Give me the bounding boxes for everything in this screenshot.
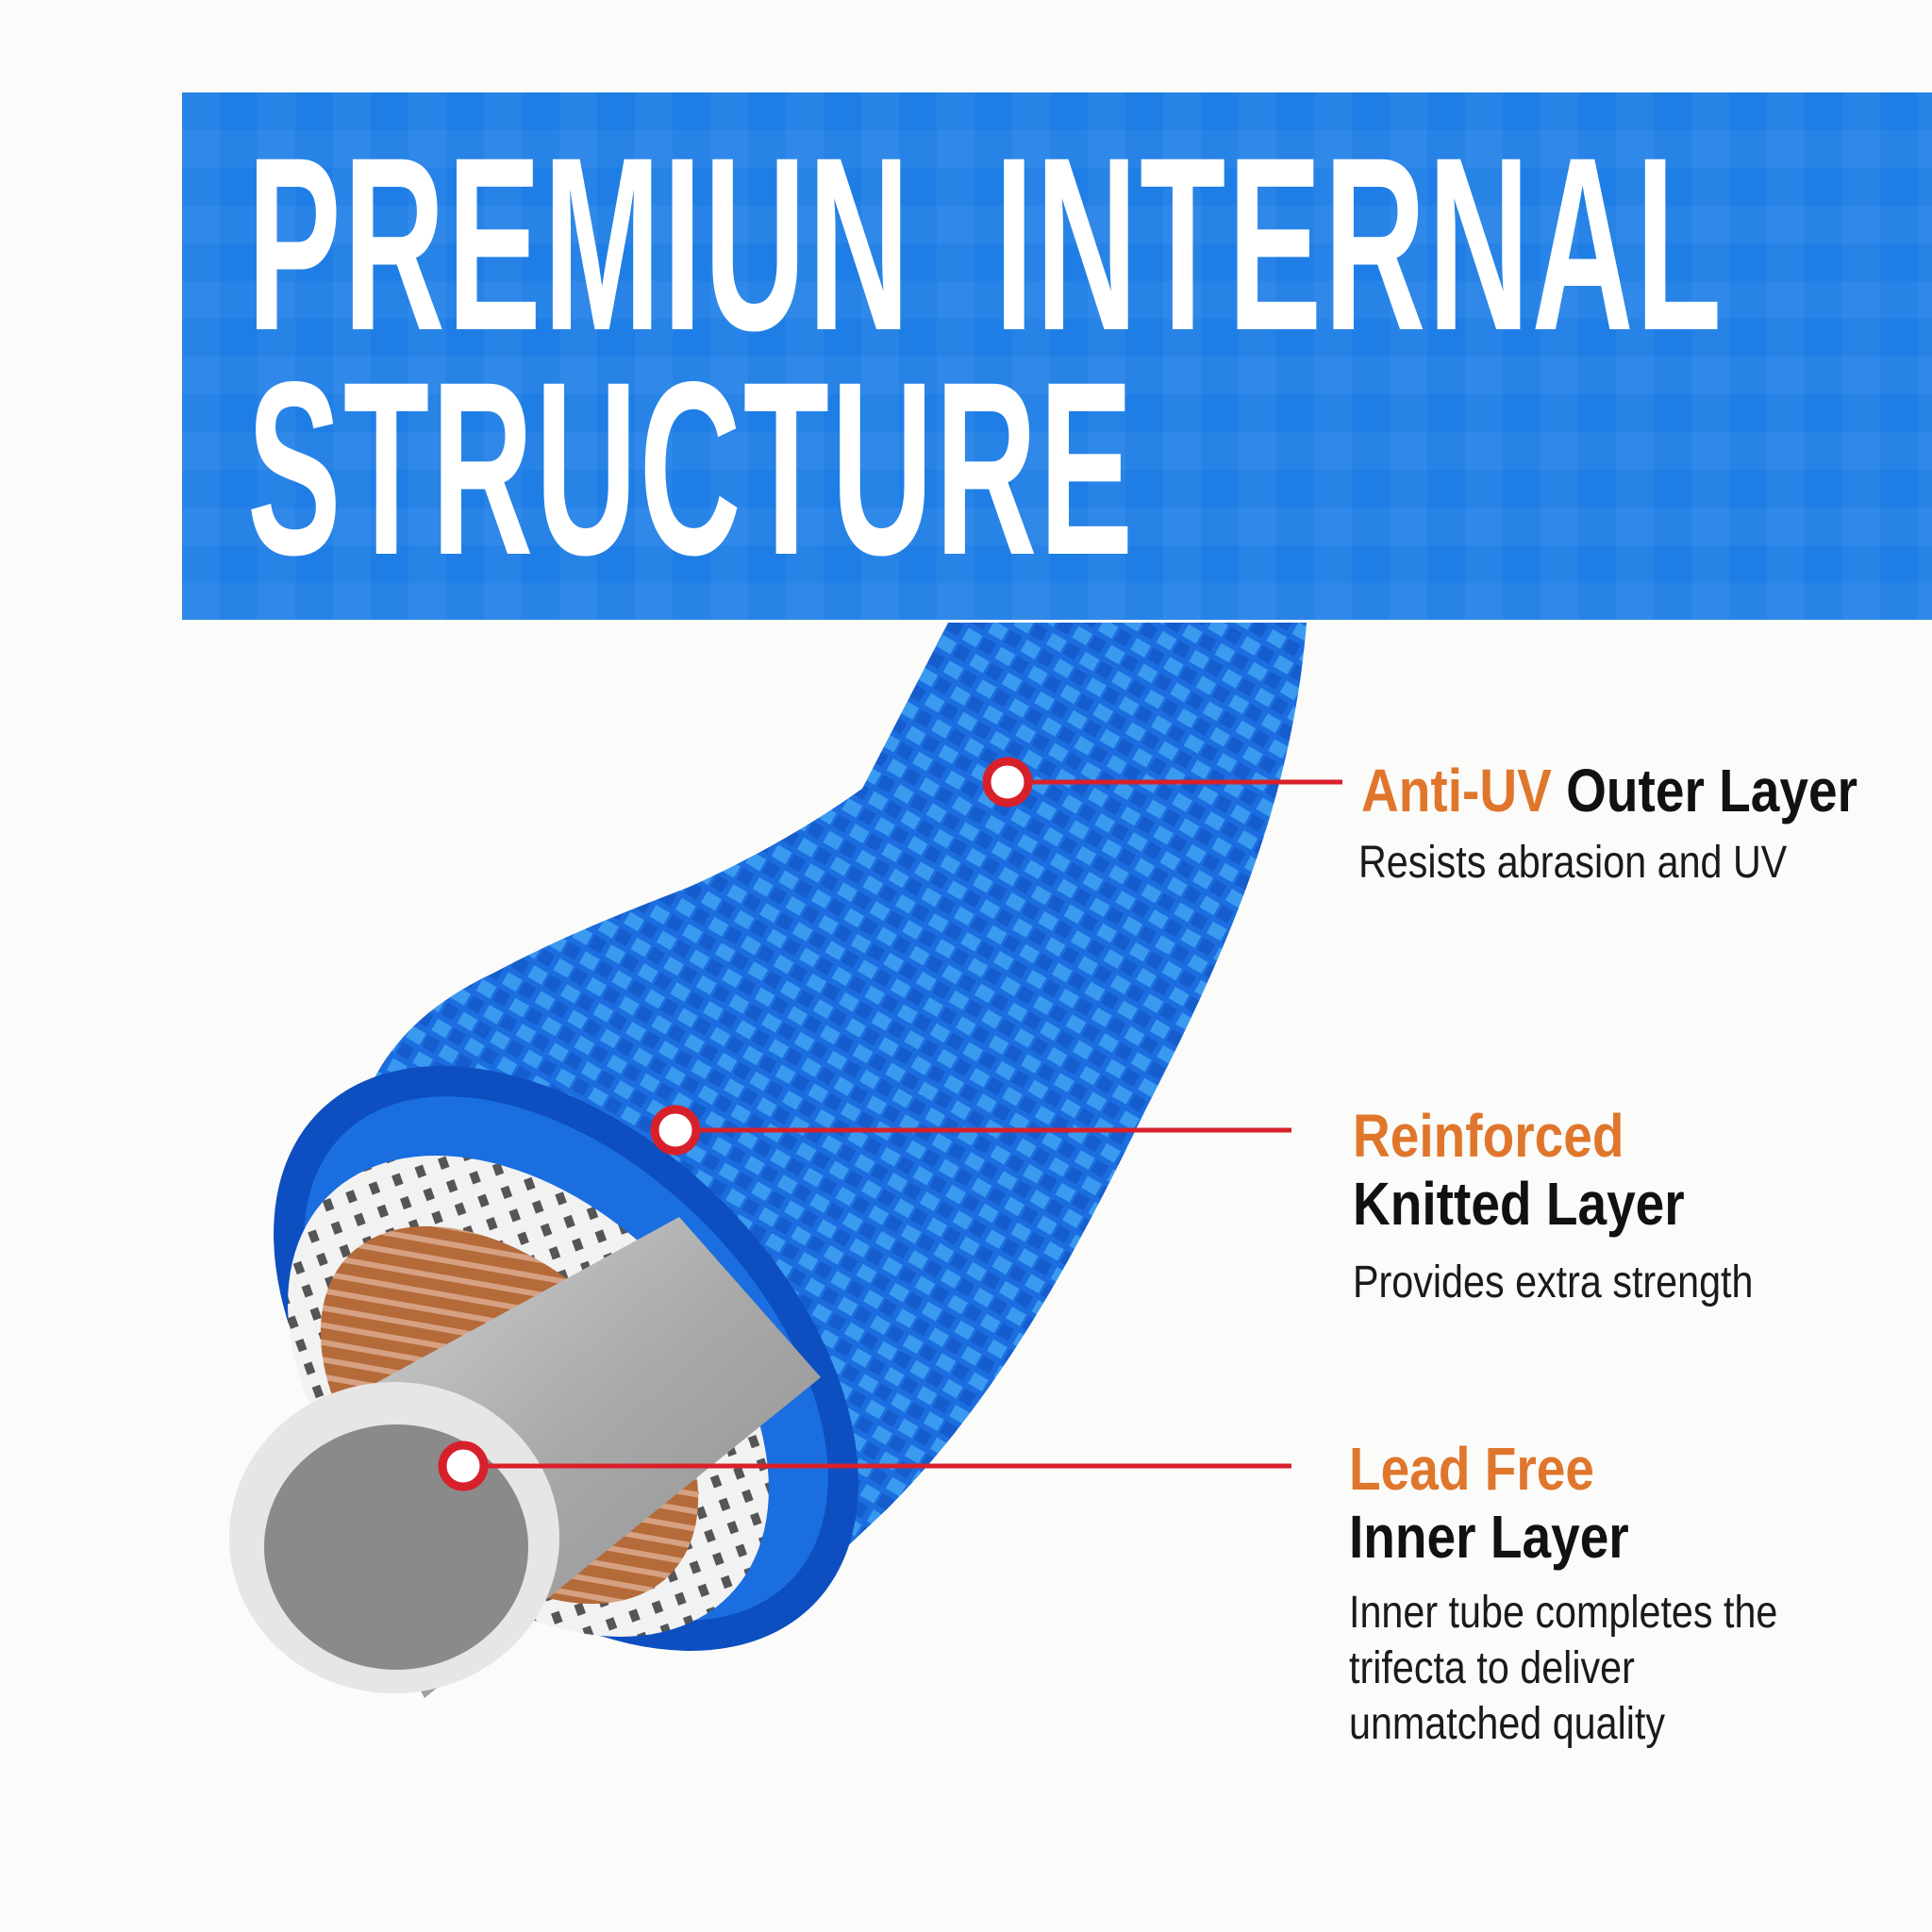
callout-dot-inner (438, 1441, 489, 1491)
title-banner (182, 92, 1932, 620)
callout-knitted-title: Knitted Layer (1353, 1170, 1685, 1238)
callout-outer-title: Outer Layer (1566, 757, 1858, 824)
callout-outer-accent: Anti-UV (1361, 757, 1552, 824)
callout-inner-description-line-2: trifecta to deliver (1349, 1643, 1635, 1693)
callout-inner-description-line-3: unmatched quality (1349, 1699, 1666, 1749)
callout-outer-description: Resists abrasion and UV (1358, 838, 1788, 888)
callout-dot-outer (982, 757, 1033, 808)
callout-knitted-accent: Reinforced (1353, 1102, 1624, 1170)
callout-outer-heading: Anti-UV Outer Layer (1361, 760, 1857, 821)
callout-dot-knitted (650, 1105, 701, 1156)
callout-inner-accent: Lead Free (1349, 1435, 1595, 1503)
callout-inner-title: Inner Layer (1349, 1503, 1629, 1571)
callout-lines (438, 757, 1342, 1491)
callout-inner-description-line-1: Inner tube completes the (1349, 1588, 1778, 1638)
title-line-2: STRUCTURE (247, 330, 1136, 607)
callout-knitted-description: Provides extra strength (1353, 1257, 1754, 1307)
title-line-1: PREMIUN INTERNAL (247, 106, 1724, 382)
